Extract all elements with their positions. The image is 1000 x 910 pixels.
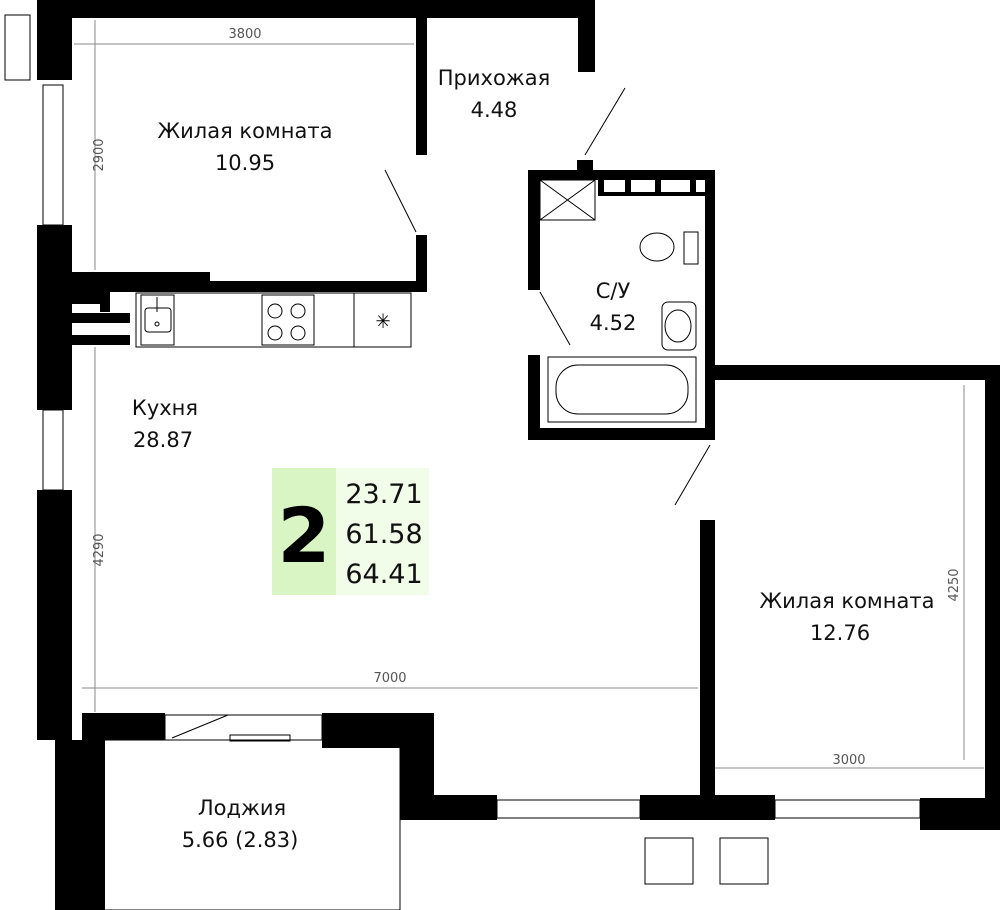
windows xyxy=(42,84,921,910)
room-area-kitchen: 28.87 xyxy=(133,428,193,452)
dim-room2-height: 4250 xyxy=(947,568,962,601)
room-name-living-1: Жилая комната xyxy=(158,119,333,143)
room-area-living-2: 12.76 xyxy=(810,621,870,645)
room-name-loggia: Лоджия xyxy=(198,796,286,820)
ventilation-icon: ✳ xyxy=(375,309,390,333)
dim-top-height: 2900 xyxy=(92,138,107,171)
room-area-living-1: 10.95 xyxy=(215,151,275,175)
room-area-hallway: 4.48 xyxy=(471,98,518,122)
dim-kitchen-width: 7000 xyxy=(373,671,406,686)
total-area-with-loggia: 64.41 xyxy=(345,559,422,590)
toilet-icon xyxy=(639,232,675,262)
bathroom-fixtures xyxy=(539,179,699,423)
walls xyxy=(37,0,1000,910)
room-area-bathroom: 4.52 xyxy=(590,311,637,335)
dimension-lines xyxy=(74,20,984,769)
dim-top-width: 3800 xyxy=(228,27,261,42)
total-area: 61.58 xyxy=(345,519,422,550)
rooms-count: 2 xyxy=(278,491,331,580)
kitchen-counter: ✳ xyxy=(135,292,412,348)
bathtub-icon xyxy=(547,356,697,423)
room-name-bathroom: С/У xyxy=(596,279,631,303)
dim-room2-width: 3000 xyxy=(832,753,865,768)
room-area-loggia: 5.66 (2.83) xyxy=(182,828,299,852)
dim-kitchen-height: 4290 xyxy=(92,533,107,566)
door-swings xyxy=(384,87,711,506)
apartment-badge: 2 23.71 61.58 64.41 xyxy=(272,468,429,595)
room-name-kitchen: Кухня xyxy=(132,396,198,420)
room-name-living-2: Жилая комната xyxy=(760,589,935,613)
living-area: 23.71 xyxy=(345,479,422,510)
balcony-chairs xyxy=(4,14,769,885)
room-name-hallway: Прихожая xyxy=(438,66,550,90)
sink-icon xyxy=(661,301,697,351)
